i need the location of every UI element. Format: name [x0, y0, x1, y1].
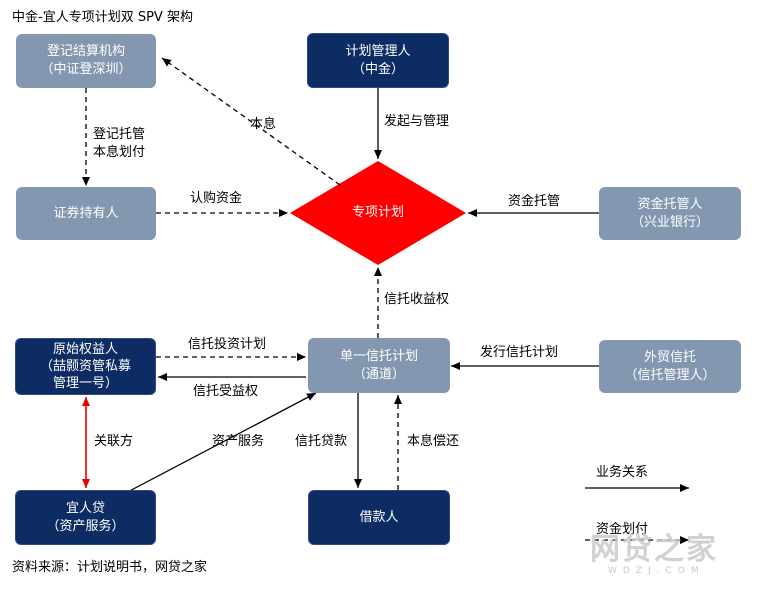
- node-trustee-line2: （信托管理人）: [624, 367, 716, 383]
- diagram-title: 中金-宜人专项计划双 SPV 架构: [12, 10, 193, 25]
- arrow-asset-service: [119, 392, 317, 497]
- node-originator-line2: （喆颢资管私募: [39, 359, 131, 374]
- watermark-url: WDZJ.COM: [608, 566, 705, 576]
- node-custodian: 资金托管人 （兴业银行）: [599, 187, 741, 240]
- node-originator-line3: 管理一号）: [52, 376, 118, 391]
- node-manager-line2: （中金）: [351, 61, 404, 77]
- node-custodian-line2: （兴业银行）: [630, 214, 709, 230]
- node-registry-line1: 登记结算机构: [46, 44, 125, 59]
- label-trust-income-right: 信托收益权: [384, 292, 450, 307]
- node-holder-line1: 证券持有人: [53, 205, 119, 221]
- node-yirendai: 宜人贷 （资产服务）: [15, 490, 156, 545]
- label-issue-trust-plan: 发行信托计划: [480, 345, 559, 360]
- node-plan: 专项计划: [318, 200, 438, 226]
- node-plan-line1: 专项计划: [351, 205, 404, 220]
- label-asset-service: 资产服务: [212, 434, 265, 449]
- node-yirendai-line2: （资产服务）: [46, 518, 125, 534]
- node-originator-line1: 原始权益人: [52, 342, 118, 357]
- node-originator: 原始权益人 （喆颢资管私募 管理一号）: [15, 338, 156, 395]
- node-borrower: 借款人: [308, 490, 450, 545]
- source-note: 资料来源：计划说明书，网贷之家: [12, 560, 208, 575]
- label-trust-invest-plan: 信托投资计划: [188, 337, 267, 352]
- node-trust-line2: （通道）: [352, 366, 405, 382]
- node-trustee-line1: 外贸信托: [643, 349, 696, 365]
- label-register-custody-2: 本息划付: [93, 145, 146, 160]
- label-trust-loan: 信托贷款: [295, 434, 348, 449]
- node-yirendai-line1: 宜人贷: [65, 500, 105, 516]
- label-register-custody-1: 登记托管: [93, 127, 146, 142]
- label-principal-interest: 本息: [250, 117, 277, 132]
- label-trust-beneficial-right: 信托受益权: [193, 384, 259, 399]
- node-trustee: 外贸信托 （信托管理人）: [599, 340, 741, 393]
- node-custodian-line1: 资金托管人: [637, 196, 703, 212]
- label-fund-custody: 资金托管: [508, 194, 561, 209]
- node-trust-line1: 单一信托计划: [339, 348, 418, 364]
- node-registry: 登记结算机构 （中证登深圳）: [16, 34, 156, 88]
- label-subscribe: 认购资金: [190, 191, 243, 206]
- label-related-party: 关联方: [94, 434, 134, 449]
- node-borrower-line1: 借款人: [359, 509, 399, 525]
- node-trust: 单一信托计划 （通道）: [308, 338, 450, 393]
- label-initiate-manage: 发起与管理: [384, 114, 450, 129]
- node-manager-line1: 计划管理人: [345, 43, 411, 59]
- legend-funds: 资金划付: [596, 522, 649, 537]
- node-holder: 证券持有人: [16, 187, 156, 240]
- legend-business: 业务关系: [596, 465, 649, 480]
- watermark-logo: 网贷之家: [590, 532, 718, 567]
- node-registry-line2: （中证登深圳）: [40, 62, 132, 77]
- node-manager: 计划管理人 （中金）: [307, 33, 449, 88]
- label-repayment: 本息偿还: [407, 434, 460, 449]
- arrow-principal-interest: [161, 57, 341, 186]
- plan-diamond: [290, 161, 466, 265]
